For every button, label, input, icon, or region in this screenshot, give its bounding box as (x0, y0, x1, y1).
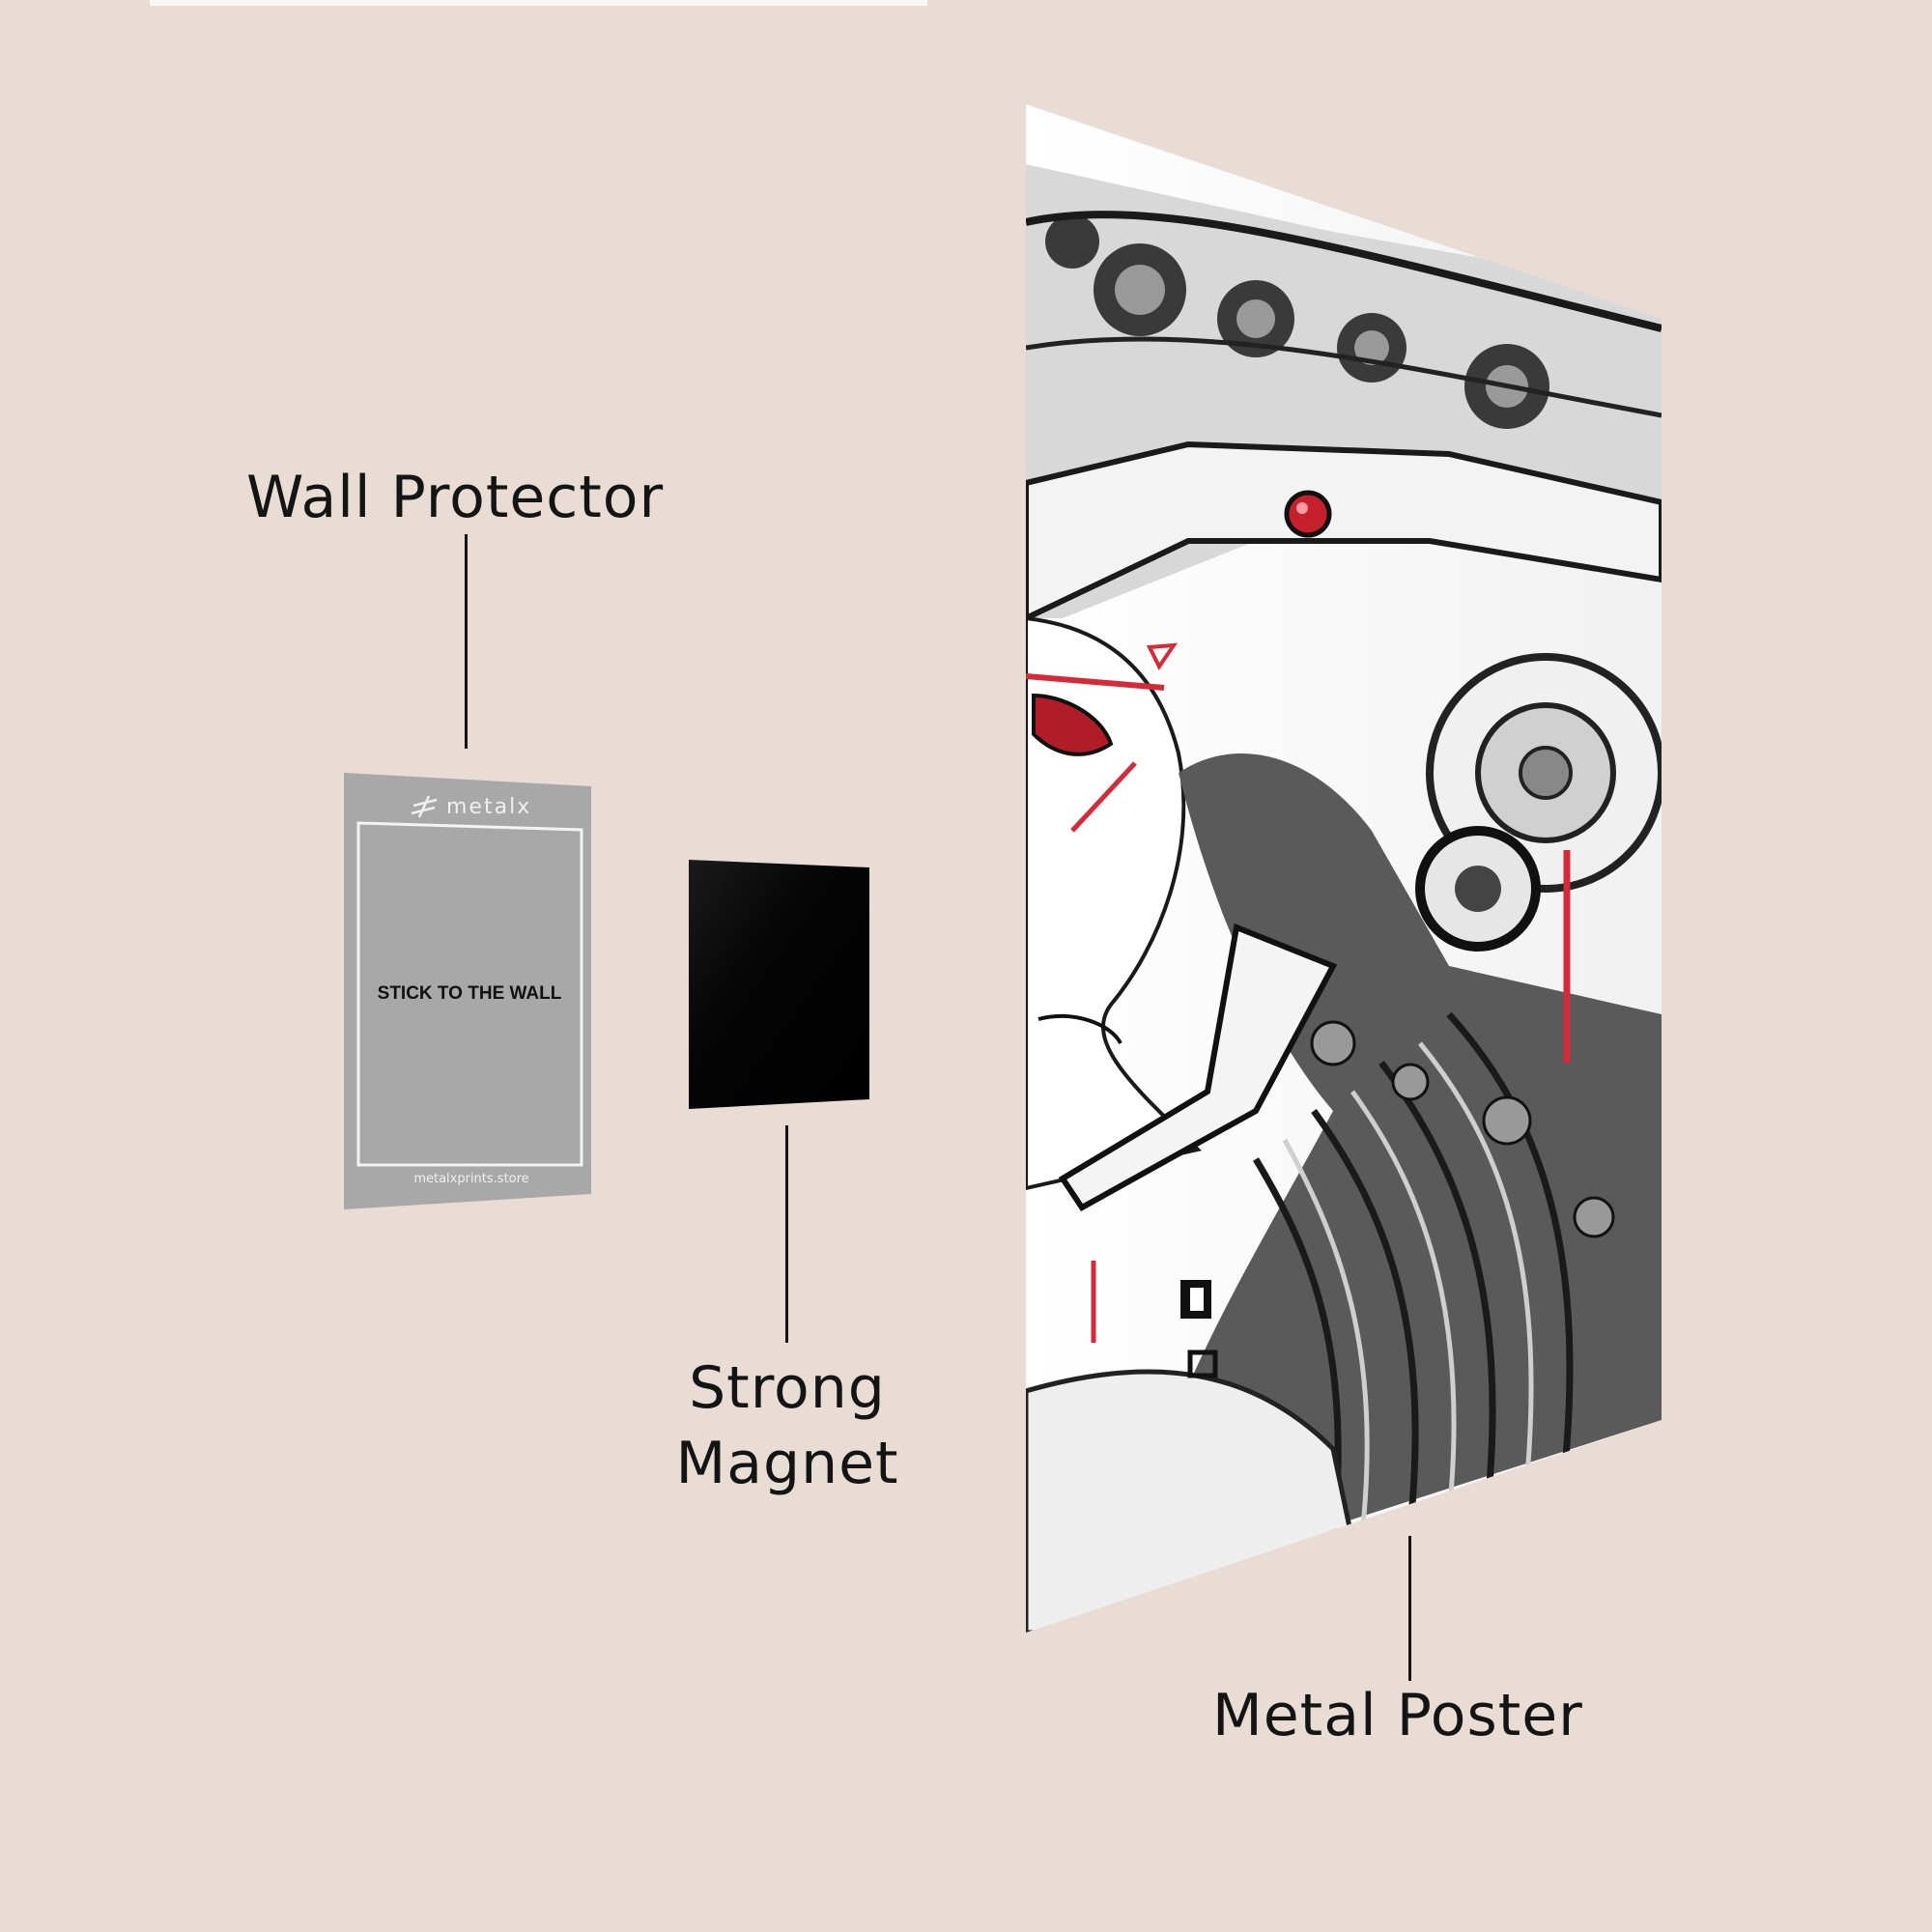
wall-protector-website: metalxprints.store (413, 1172, 528, 1186)
strong-magnet (689, 860, 869, 1109)
strong-magnet-label-line2: Magnet (675, 1430, 899, 1497)
red-jewel-icon (1284, 490, 1332, 538)
wall-protector-label: Wall Protector (246, 464, 665, 531)
metal-poster (1026, 104, 1662, 1633)
wall-protector-brand: metalx (446, 795, 531, 819)
top-strip (150, 0, 927, 6)
strong-magnet-label: Strong Magnet (667, 1350, 908, 1501)
wall-protector-leader-line (465, 534, 468, 749)
strong-magnet-label-line1: Strong (689, 1354, 886, 1422)
metalx-logo-icon (411, 795, 438, 818)
strong-magnet-leader-line (785, 1125, 788, 1343)
wall-protector-instruction: STICK TO THE WALL (378, 983, 562, 1004)
wall-protector-card: metalx STICK TO THE WALL metalxprints.st… (344, 773, 591, 1209)
metal-poster-label: Metal Poster (1212, 1682, 1583, 1749)
metal-poster-leader-line (1408, 1536, 1411, 1681)
poster-artwork (1026, 164, 1662, 1633)
